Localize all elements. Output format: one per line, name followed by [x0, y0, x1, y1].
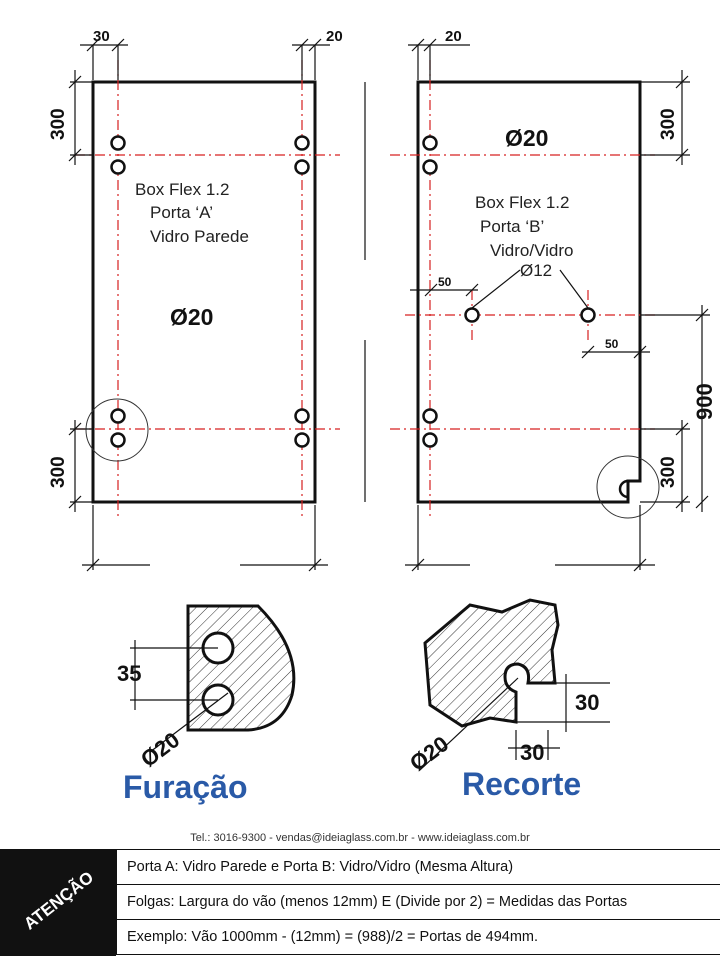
furacao-diameter: Ø20 — [136, 727, 184, 772]
door-b-label-line3: Vidro/Vidro — [490, 241, 573, 260]
door-b: 20 300 300 900 50 50 Ø12 Ø20 Box Flex 1.… — [390, 28, 717, 572]
door-b-small-hole-diameter: Ø12 — [520, 261, 552, 280]
door-a-label-line3: Vidro Parede — [150, 227, 249, 246]
technical-drawing: 30 20 300 300 Box Flex 1.2 Porta ‘A’ Vid… — [48, 28, 717, 805]
contact-info: Tel.: 3016-9300 - vendas@ideiaglass.com.… — [190, 832, 530, 844]
recorte-dim-horizontal: 30 — [520, 740, 544, 765]
note-line-2: Folgas: Largura do vão (menos 12mm) E (D… — [116, 885, 720, 920]
furacao-spacing: 35 — [117, 661, 141, 686]
furacao-title: Furação — [123, 769, 247, 805]
door-b-holes — [422, 135, 596, 448]
door-b-dim-left-offset: 20 — [445, 28, 462, 45]
door-b-label-line1: Box Flex 1.2 — [475, 193, 570, 212]
door-b-label-line2: Porta ‘B’ — [480, 217, 544, 236]
furacao-dimension-lines — [130, 640, 229, 753]
door-a-hole-diameter: Ø20 — [170, 304, 213, 330]
door-b-dim-mid-right: 50 — [605, 337, 619, 351]
door-b-notch — [618, 479, 629, 499]
door-a-label-line1: Box Flex 1.2 — [135, 180, 230, 199]
door-a-holes — [110, 135, 310, 448]
door-a-outline — [91, 80, 317, 504]
furacao-detail: 35 Ø20 Furação — [117, 604, 296, 805]
door-a-dim-bottom: 300 — [48, 456, 69, 488]
recorte-diameter: Ø20 — [405, 731, 453, 776]
attention-notes: ATENÇÃO Porta A: Vidro Parede e Porta B:… — [0, 849, 720, 956]
door-a: 30 20 300 300 Box Flex 1.2 Porta ‘A’ Vid… — [48, 28, 366, 572]
door-b-hole-diameter: Ø20 — [505, 125, 548, 151]
door-a-dimension-lines — [70, 44, 366, 570]
attention-badge: ATENÇÃO — [20, 867, 98, 934]
recorte-detail: 30 30 Ø20 Recorte — [405, 598, 610, 802]
attention-badge-box: ATENÇÃO — [0, 849, 116, 956]
door-b-dim-bottom: 300 — [658, 456, 679, 488]
door-b-ticks — [411, 38, 709, 572]
recorte-dim-vertical: 30 — [575, 690, 599, 715]
note-line-3: Exemplo: Vão 1000mm - (12mm) = (988)/2 =… — [116, 920, 720, 955]
door-a-label-line2: Porta ‘A’ — [150, 203, 213, 222]
recorte-title: Recorte — [462, 766, 581, 802]
door-b-dim-mid-left: 50 — [438, 275, 452, 289]
door-a-detail-circle — [85, 398, 149, 462]
recorte-dimension-lines — [419, 674, 610, 771]
door-b-dim-height: 900 — [692, 383, 717, 420]
door-b-detail-circle — [596, 455, 660, 519]
note-line-1: Porta A: Vidro Parede e Porta B: Vidro/V… — [116, 849, 720, 885]
door-b-dim-top: 300 — [658, 108, 679, 140]
door-a-dim-right-offset: 20 — [326, 28, 343, 45]
door-a-dim-left-offset: 30 — [93, 28, 110, 45]
door-a-ticks — [68, 38, 322, 572]
door-a-dim-top: 300 — [48, 108, 69, 140]
recorte-glass-shape — [423, 598, 560, 728]
notes-rows: Porta A: Vidro Parede e Porta B: Vidro/V… — [116, 849, 720, 955]
